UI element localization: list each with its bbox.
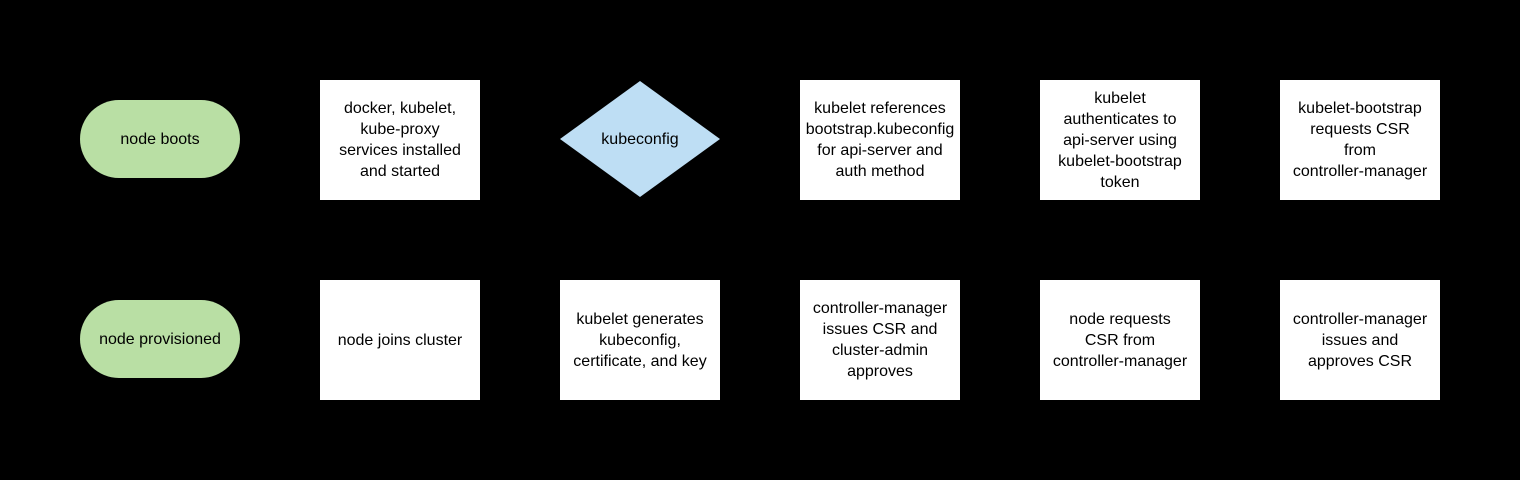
flowchart-node-kubeconfig-decision: kubeconfig	[560, 81, 720, 197]
flowchart-node-label: kubelet generates kubeconfig, certificat…	[573, 310, 707, 370]
flowchart-node-node-boots: node boots	[80, 100, 240, 178]
flowchart-node-label: kubeconfig	[601, 130, 679, 148]
flowchart-node-cm-issues-approves: controller-manager issues and approves C…	[1280, 280, 1440, 400]
flowchart-node-label: controller-manager issues and approves C…	[1292, 310, 1428, 370]
flowchart-node-node-joins-cluster: node joins cluster	[320, 280, 480, 400]
flowchart-node-bootstrap-requests-csr: kubelet-bootstrap requests CSR from cont…	[1280, 80, 1440, 200]
flowchart-node-label: node provisioned	[99, 330, 221, 348]
flowchart-node-kubelet-authenticates: kubelet authenticates to api-server usin…	[1040, 80, 1200, 200]
flowchart-node-kubelet-references: kubelet references bootstrap.kubeconfig …	[800, 80, 960, 200]
flowchart-node-label: node joins cluster	[337, 331, 463, 349]
flowchart-node-kubelet-generates: kubelet generates kubeconfig, certificat…	[560, 280, 720, 400]
flowchart-node-node-provisioned: node provisioned	[80, 300, 240, 378]
flowchart-node-label: kubelet-bootstrap requests CSR from cont…	[1292, 100, 1428, 180]
flowchart-node-label: node boots	[120, 130, 200, 148]
flowchart-node-label: kubelet references bootstrap.kubeconfig …	[805, 100, 955, 180]
flowchart-node-label: docker, kubelet, kube-proxy services ins…	[339, 100, 461, 180]
flowchart-node-node-requests-csr: node requests CSR from controller-manage…	[1040, 280, 1200, 400]
flowchart-node-cm-issues-csr: controller-manager issues CSR and cluste…	[800, 280, 960, 400]
flowchart-node-label: controller-manager issues CSR and cluste…	[812, 300, 948, 380]
flowchart-node-services-installed: docker, kubelet, kube-proxy services ins…	[320, 80, 480, 200]
flowchart-node-label: node requests CSR from controller-manage…	[1052, 310, 1188, 370]
flowchart-node-label: kubelet authenticates to api-server usin…	[1058, 89, 1182, 191]
